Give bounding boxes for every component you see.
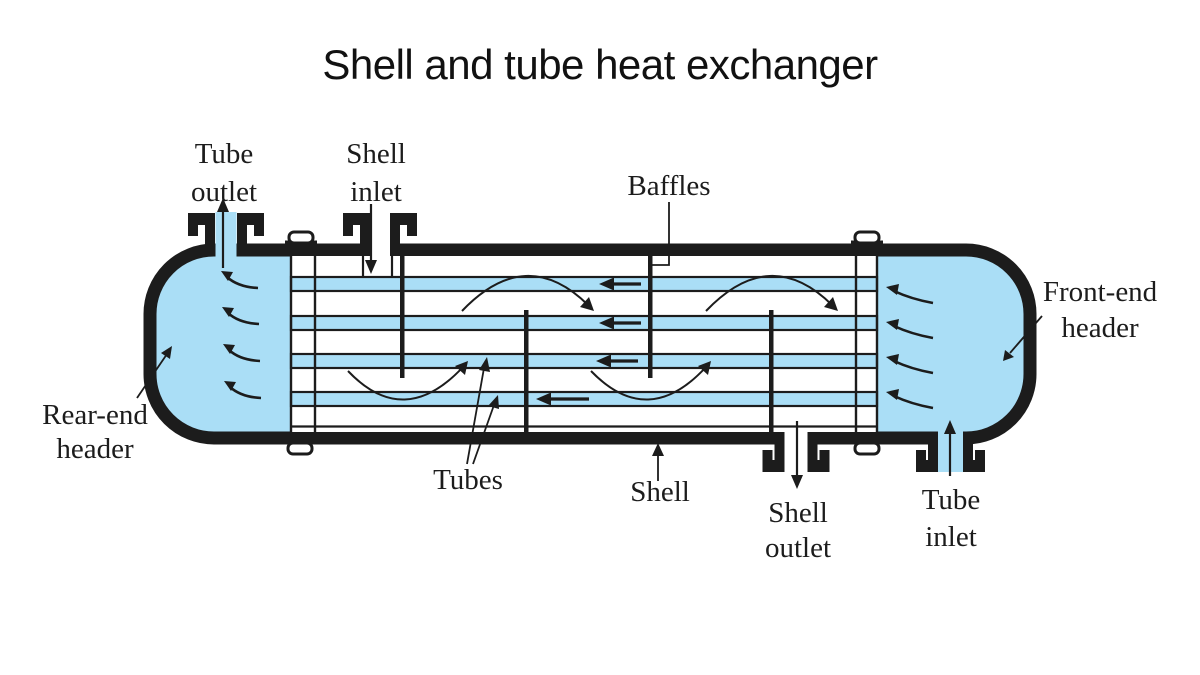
- baffle-bottom: [769, 310, 774, 438]
- down-arrow-icon: [791, 475, 803, 489]
- label-tube-outlet-line2: outlet: [191, 176, 257, 208]
- arrowhead-icon: [580, 297, 594, 311]
- shell-flow-arc-under-baffle: [590, 366, 707, 401]
- label-shell-inlet-line1: Shell: [346, 138, 406, 170]
- arrowhead-icon: [886, 319, 899, 330]
- nozzle-flange: [963, 432, 985, 472]
- up-arrow-icon: [944, 420, 956, 434]
- label-pointers: [136, 202, 1043, 481]
- tube-flow-arrow-head: [596, 354, 611, 368]
- shell-flow-arcs: [347, 274, 838, 401]
- arrowhead-icon: [886, 354, 899, 365]
- shell-flow-arc-over-baffle: [705, 274, 833, 312]
- tube-sheet-left: [289, 251, 317, 437]
- arrowhead-icon: [886, 389, 899, 400]
- front-end-pointer-line: [1009, 315, 1043, 354]
- arrowhead-icon: [222, 307, 234, 317]
- arrowhead-icon: [824, 297, 838, 311]
- bolt-icon: [287, 230, 315, 245]
- tubes-pointer-line: [466, 367, 485, 465]
- label-front-end-header-line2: header: [1061, 312, 1139, 344]
- shell-inlet-nozzle: [343, 204, 417, 274]
- shell-flow-arc-over-baffle: [461, 274, 589, 312]
- bolt-icon: [853, 230, 881, 245]
- bolt-base: [284, 439, 316, 443]
- down-arrow-icon: [365, 260, 377, 274]
- tubes-pointer-line: [472, 404, 495, 465]
- baffles-group: [400, 250, 774, 438]
- shell-outlet-nozzle: [762, 421, 830, 489]
- bolt-base: [851, 439, 883, 443]
- baffle-top: [400, 250, 405, 378]
- label-tube-inlet-line2: inlet: [925, 521, 977, 553]
- rear-end-pointer-line: [136, 353, 168, 399]
- arrowhead-icon: [221, 271, 233, 281]
- nozzle-flange: [762, 432, 785, 472]
- arrowhead-icon: [886, 284, 899, 295]
- arrowhead-icon: [1003, 350, 1014, 361]
- label-shell-inlet-line2: inlet: [350, 176, 402, 208]
- arrowhead-icon: [479, 357, 490, 372]
- label-tubes: Tubes: [433, 464, 503, 496]
- nozzle-flange: [237, 213, 264, 256]
- label-front-end-header-line1: Front-end: [1043, 276, 1158, 308]
- label-shell: Shell: [630, 476, 690, 508]
- tube-outlet-nozzle: [188, 198, 264, 268]
- nozzle-flange: [188, 213, 215, 256]
- page-title: Shell and tube heat exchanger: [322, 41, 878, 88]
- front-header-flow-arrows: [886, 284, 934, 410]
- label-baffles: Baffles: [627, 170, 710, 202]
- bolt-icon: [286, 441, 314, 456]
- arrowhead-icon: [223, 344, 235, 354]
- nozzle-flange: [916, 432, 938, 472]
- up-arrow-icon: [217, 198, 229, 212]
- baffles-pointer-line: [650, 202, 670, 266]
- arrowhead-icon: [455, 361, 468, 375]
- tube: [289, 314, 879, 332]
- nozzle-flange: [807, 432, 830, 472]
- label-rear-end-header-line1: Rear-end: [42, 399, 148, 431]
- nozzle-flange: [390, 213, 417, 256]
- nozzle-channel: [370, 212, 390, 258]
- tube-flow-arrow-head: [599, 316, 614, 330]
- arrowhead-icon: [224, 381, 236, 391]
- arrowhead-icon: [161, 346, 172, 359]
- nozzle-channel: [215, 212, 237, 264]
- baffle-bottom: [524, 310, 529, 438]
- label-tube-outlet-line1: Tube: [195, 138, 254, 170]
- tube: [289, 352, 879, 370]
- tube-flow-arrows: [536, 277, 641, 406]
- label-rear-end-header-line2: header: [56, 433, 134, 465]
- rear-header-flow-arrows: [221, 271, 262, 400]
- baffle-top: [648, 250, 653, 378]
- flange-bolts: [284, 230, 883, 456]
- arrowhead-icon: [488, 395, 499, 409]
- label-shell-outlet-line2: outlet: [765, 532, 831, 564]
- arrowhead-icon: [698, 361, 711, 375]
- nozzle-flange: [343, 213, 370, 256]
- shell-flow-arc-under-baffle: [347, 366, 464, 401]
- label-shell-outlet-line1: Shell: [768, 497, 828, 529]
- tube-sheet-right: [854, 251, 879, 437]
- tube-flow-arrow-head: [599, 277, 614, 291]
- tube-flow-arrow-head: [536, 392, 551, 406]
- bolt-icon: [853, 441, 881, 456]
- tube-inlet-nozzle: [916, 420, 985, 476]
- arrowhead-icon: [652, 443, 664, 456]
- label-tube-inlet-line1: Tube: [922, 484, 981, 516]
